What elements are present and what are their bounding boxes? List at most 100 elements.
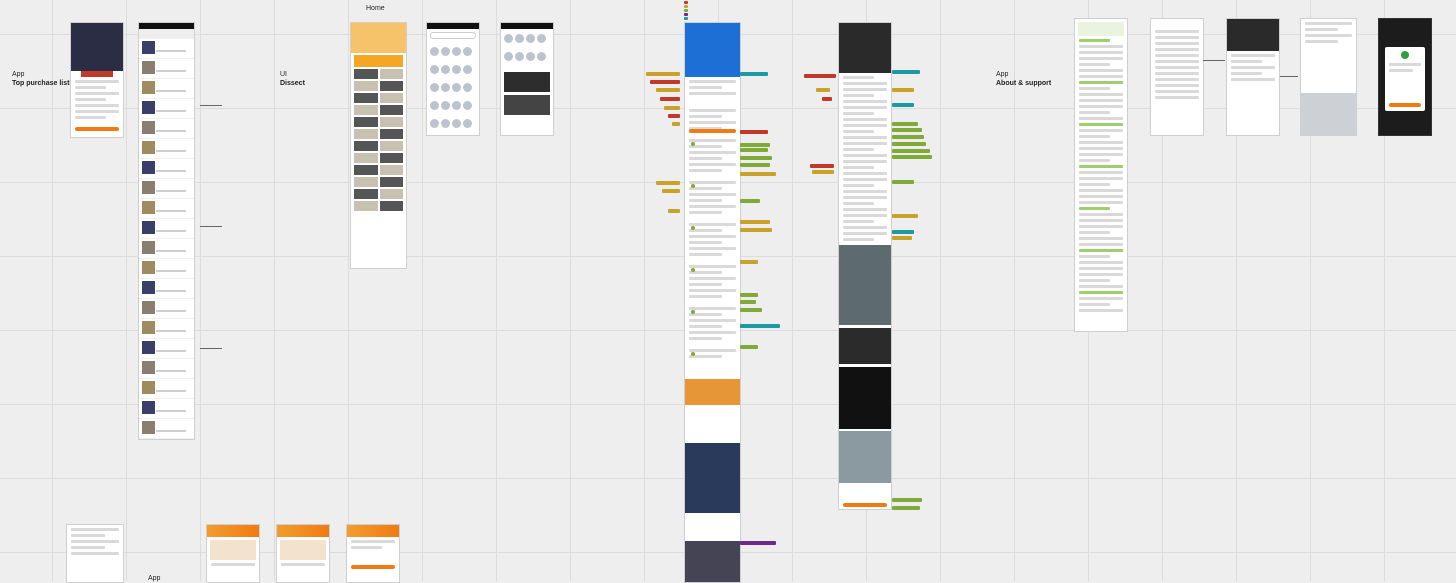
product-row[interactable] (354, 81, 403, 91)
claim-button[interactable] (351, 565, 395, 569)
home-frame-1[interactable] (350, 22, 407, 269)
list-item[interactable] (139, 199, 194, 219)
product-tile[interactable] (354, 189, 378, 199)
product-row[interactable] (354, 93, 403, 103)
search-input[interactable] (430, 32, 476, 39)
product-row[interactable] (354, 153, 403, 163)
list-item[interactable] (139, 219, 194, 239)
buy-button[interactable] (689, 129, 736, 133)
home-frame-2[interactable] (426, 22, 480, 136)
bottom-frame-coupon-3[interactable] (346, 524, 400, 583)
menu-item[interactable] (1155, 54, 1199, 57)
menu-item[interactable] (1155, 78, 1199, 81)
category-icon[interactable] (463, 119, 472, 128)
product-tile[interactable] (354, 201, 378, 211)
list-item[interactable] (139, 99, 194, 119)
home-frame-3[interactable] (500, 22, 554, 136)
product-tile[interactable] (354, 69, 378, 79)
category-icon[interactable] (526, 34, 535, 43)
product-tile[interactable] (379, 165, 403, 175)
product-row[interactable] (354, 201, 403, 211)
product-detail-gloves-frame[interactable] (838, 22, 892, 510)
product-tile[interactable] (354, 141, 378, 151)
category-icon[interactable] (537, 52, 546, 61)
menu-item[interactable] (1155, 66, 1199, 69)
list-item[interactable] (139, 39, 194, 59)
keyboard[interactable] (1301, 93, 1356, 135)
about-frame-5[interactable] (1378, 18, 1432, 136)
list-item[interactable] (139, 299, 194, 319)
category-icon[interactable] (504, 52, 513, 61)
product-row[interactable] (354, 189, 403, 199)
product-row[interactable] (354, 165, 403, 175)
product-tile[interactable] (379, 141, 403, 151)
list-item[interactable] (139, 419, 194, 439)
product-tile[interactable] (379, 69, 403, 79)
list-item[interactable] (139, 239, 194, 259)
product-row[interactable] (354, 141, 403, 151)
product-tile[interactable] (379, 93, 403, 103)
menu-item[interactable] (1155, 96, 1199, 99)
list-item[interactable] (139, 139, 194, 159)
confirmation-dialog[interactable] (1385, 47, 1425, 111)
top-list-long-frame[interactable] (138, 22, 195, 440)
product-row[interactable] (354, 69, 403, 79)
list-item[interactable] (139, 439, 194, 440)
product-tile[interactable] (354, 117, 378, 127)
product-row[interactable] (354, 117, 403, 127)
list-item[interactable] (139, 319, 194, 339)
category-icon[interactable] (441, 47, 450, 56)
menu-item[interactable] (1155, 84, 1199, 87)
buy-button-gloves[interactable] (843, 503, 887, 507)
product-detail-long-frame[interactable] (684, 22, 741, 583)
category-icon[interactable] (452, 83, 461, 92)
category-icon[interactable] (452, 47, 461, 56)
about-frame-1[interactable] (1074, 18, 1128, 332)
product-tile[interactable] (354, 129, 378, 139)
product-tile[interactable] (379, 129, 403, 139)
product-tile[interactable] (379, 153, 403, 163)
product-tile[interactable] (354, 177, 378, 187)
list-item[interactable] (139, 119, 194, 139)
bottom-frame-profile[interactable] (66, 524, 124, 583)
list-item[interactable] (139, 259, 194, 279)
list-item[interactable] (139, 279, 194, 299)
list-item[interactable] (139, 379, 194, 399)
bottom-frame-coupon-2[interactable] (276, 524, 330, 583)
product-tile[interactable] (354, 93, 378, 103)
category-icon[interactable] (463, 47, 472, 56)
category-icon[interactable] (441, 101, 450, 110)
add-to-cart-button[interactable] (75, 127, 119, 131)
category-icon[interactable] (526, 52, 535, 61)
product-row[interactable] (354, 129, 403, 139)
product-tile[interactable] (354, 153, 378, 163)
category-icon[interactable] (463, 101, 472, 110)
list-item[interactable] (139, 159, 194, 179)
category-icon[interactable] (430, 119, 439, 128)
list-item[interactable] (139, 79, 194, 99)
list-item[interactable] (139, 359, 194, 379)
category-icon[interactable] (441, 119, 450, 128)
menu-item[interactable] (1155, 72, 1199, 75)
menu-item[interactable] (1155, 60, 1199, 63)
category-icon[interactable] (452, 119, 461, 128)
product-row[interactable] (354, 177, 403, 187)
category-icon[interactable] (441, 65, 450, 74)
category-icon[interactable] (463, 65, 472, 74)
bottom-frame-coupon-1[interactable] (206, 524, 260, 583)
product-tile[interactable] (354, 165, 378, 175)
category-icon[interactable] (452, 101, 461, 110)
category-icon[interactable] (430, 83, 439, 92)
ok-button[interactable] (1389, 103, 1421, 107)
product-tile[interactable] (354, 81, 378, 91)
category-icon[interactable] (430, 47, 439, 56)
product-tile[interactable] (379, 81, 403, 91)
menu-item[interactable] (1155, 42, 1199, 45)
menu-item[interactable] (1155, 90, 1199, 93)
category-icon[interactable] (537, 34, 546, 43)
category-icon[interactable] (463, 83, 472, 92)
about-frame-2[interactable] (1150, 18, 1204, 136)
list-item[interactable] (139, 59, 194, 79)
product-list-frame[interactable] (70, 22, 124, 138)
product-tile[interactable] (379, 189, 403, 199)
